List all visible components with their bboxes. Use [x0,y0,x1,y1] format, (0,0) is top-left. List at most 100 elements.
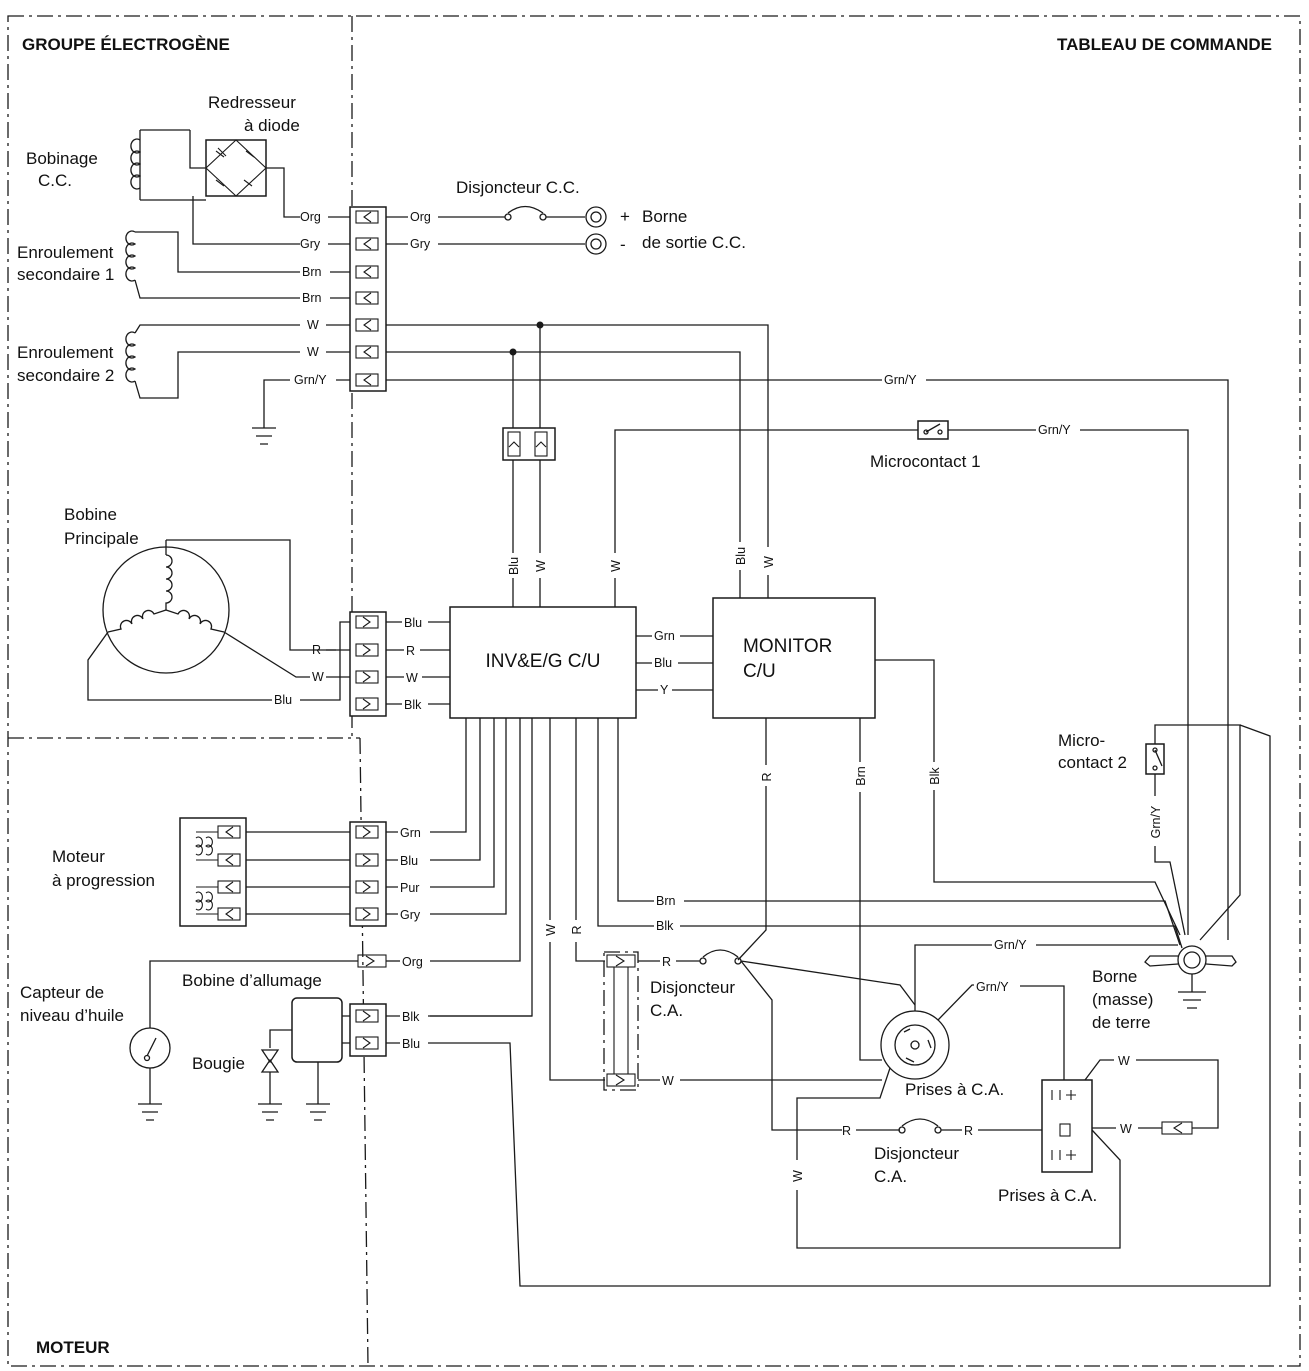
wire-label: R [662,955,671,969]
ignition-connector [349,1003,387,1057]
ac-receptacle-duplex: Prises à C.A. [998,1079,1097,1205]
label-ignition-coil: Bobine d’allumage [182,971,322,990]
section-title-control-panel: TABLEAU DE COMMANDE [1057,35,1272,54]
wire-label: Gry [300,237,321,251]
dc-output-terminal: + - Borne de sortie C.C. [585,206,746,255]
wire-label: Grn [400,826,421,840]
ac-breaker-2: Disjoncteur C.A. [874,1118,959,1186]
label-dc-terminal-1: Borne [642,207,687,226]
wire-label: Grn [654,629,675,643]
label-dc-winding-1: Bobinage [26,149,98,168]
label-ground-terminal-1: Borne [1092,967,1137,986]
stepping-motor: Moteur à progression [52,817,247,927]
wire-label: W [1120,1122,1132,1136]
label-ac-receptacle-2: Prises à C.A. [998,1186,1097,1205]
label-stepping-motor-2: à progression [52,871,155,890]
main-coil: Bobine Principale [64,505,336,701]
wire-label: R [964,1124,973,1138]
wire-label: Blk [404,698,422,712]
label-ac-breaker-2-a: Disjoncteur [874,1144,959,1163]
label-dc-minus: - [620,235,626,254]
spark-plug-icon: Bougie [192,1049,282,1121]
label-diode-rectifier-1: Redresseur [208,93,296,112]
wire-label: Brn [302,291,322,305]
wire-label: W [307,318,319,332]
label-main-coil-2: Principale [64,529,139,548]
wire-label: Blu [507,557,521,575]
wire-label: Pur [400,881,419,895]
wire-label: W [307,345,319,359]
oil-level-sensor: Org Capteur de niveau d’huile [20,954,423,1121]
label-sub-winding-1-b: secondaire 1 [17,265,114,284]
label-ground-terminal-2: (masse) [1092,990,1153,1009]
wire-label: Grn/Y [884,373,917,387]
wire-label: W [1118,1054,1130,1068]
section-title-engine: MOTEUR [36,1338,110,1357]
label-ground-terminal-3: de terre [1092,1013,1151,1032]
ac-filter-block [603,951,639,1091]
wire-label: W [609,560,623,572]
dc-breaker: Disjoncteur C.C. [456,178,585,221]
section-title-generator: GROUPE ÉLECTROGÈNE [22,35,230,54]
label-microswitch-2-a: Micro- [1058,731,1105,750]
generator-ground-icon [252,379,290,445]
wire-label: W [791,1170,805,1182]
label-ac-receptacle-1: Prises à C.A. [905,1080,1004,1099]
label-microswitch-1: Microcontact 1 [870,452,981,471]
wire-label: Grn/Y [1149,805,1163,838]
wire-label: Blu [274,693,292,707]
microswitch-2: Micro- contact 2 [1058,731,1165,775]
wire-label: W [406,671,418,685]
label-ac-breaker-1-a: Disjoncteur [650,978,735,997]
wire-label: W [534,560,548,572]
wire-label: Blu [402,1037,420,1051]
label-diode-rectifier-2: à diode [244,116,300,135]
label-oil-sensor-1: Capteur de [20,983,104,1002]
monitor-control-unit: MONITOR C/U [712,597,876,719]
wire-label: R [312,643,321,657]
wire-label: Blu [400,854,418,868]
wire-label: Org [402,955,423,969]
wire-label: Blu [654,656,672,670]
label-sub-winding-1-a: Enroulement [17,243,114,262]
label-oil-sensor-2: niveau d’huile [20,1006,124,1025]
label-microswitch-2-b: contact 2 [1058,753,1127,772]
filter-block [502,427,556,461]
wire-label: Blk [402,1010,420,1024]
wire-label: W [762,556,776,568]
ignition-coil: Bobine d’allumage [182,971,343,1121]
wire-label: W [312,670,324,684]
ground-terminal-icon: Borne (masse) de terre [1092,945,1237,1032]
label-sub-winding-2-a: Enroulement [17,343,114,362]
label-ac-breaker-2-b: C.A. [874,1167,907,1186]
wire-label: Grn/Y [294,373,327,387]
label-main-coil-1: Bobine [64,505,117,524]
wire-label: Gry [410,237,431,251]
label-monitor-unit-2: C/U [743,661,776,682]
wire-label: Blu [734,547,748,565]
diode-rectifier: Redresseur à diode [189,93,300,245]
wire-label: Org [300,210,321,224]
sub-winding-1: Enroulement secondaire 1 [17,230,300,299]
wire-label: Y [660,683,669,697]
ac-receptacle-twist-lock: Prises à C.A. [880,1010,1004,1099]
wire-label: Brn [656,894,676,908]
stepping-motor-connector [349,821,387,927]
wire-label: W [544,924,558,936]
generator-connector [349,206,387,392]
label-spark-plug: Bougie [192,1054,245,1073]
wire-label: R [406,644,415,658]
dc-winding: Bobinage C.C. [26,129,190,201]
wire-label: Grn/Y [994,938,1027,952]
wire-label: Blu [404,616,422,630]
ac-breaker-1: Disjoncteur C.A. [650,949,742,1020]
wire-label: R [842,1124,851,1138]
main-coil-connector [349,611,387,717]
label-dc-winding-2: C.C. [38,171,72,190]
inverter-control-unit: INV&E/G C/U [449,606,637,719]
wire-label: R [570,925,584,934]
label-ac-breaker-1-b: C.A. [650,1001,683,1020]
label-sub-winding-2-b: secondaire 2 [17,366,114,385]
label-monitor-unit-1: MONITOR [743,636,832,657]
inline-connector [1161,1121,1193,1135]
